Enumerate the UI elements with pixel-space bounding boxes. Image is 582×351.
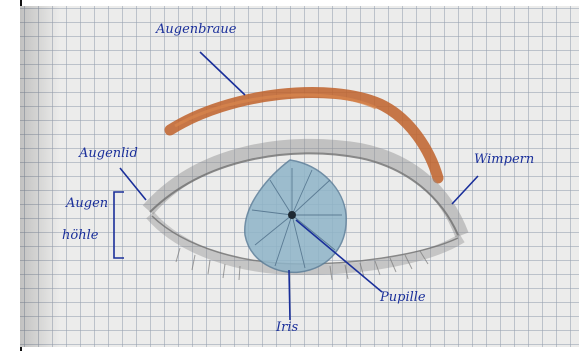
eyelashes-pointer <box>452 176 478 204</box>
label-iris: Iris <box>276 320 298 335</box>
eyebrow-pointer <box>200 52 245 95</box>
label-eye-socket-1: Augen <box>66 196 108 211</box>
label-eye-socket-2: höhle <box>62 228 98 243</box>
eye-socket-bracket <box>114 192 124 258</box>
label-eyelid: Augenlid <box>79 146 138 161</box>
label-eyelashes: Wimpern <box>474 152 534 167</box>
label-eyebrow: Augenbraue <box>156 22 237 37</box>
eyelid-pointer <box>120 168 146 200</box>
pupil-dot <box>288 211 296 219</box>
iris-pointer <box>289 270 290 320</box>
label-pupil: Pupille <box>380 290 426 305</box>
